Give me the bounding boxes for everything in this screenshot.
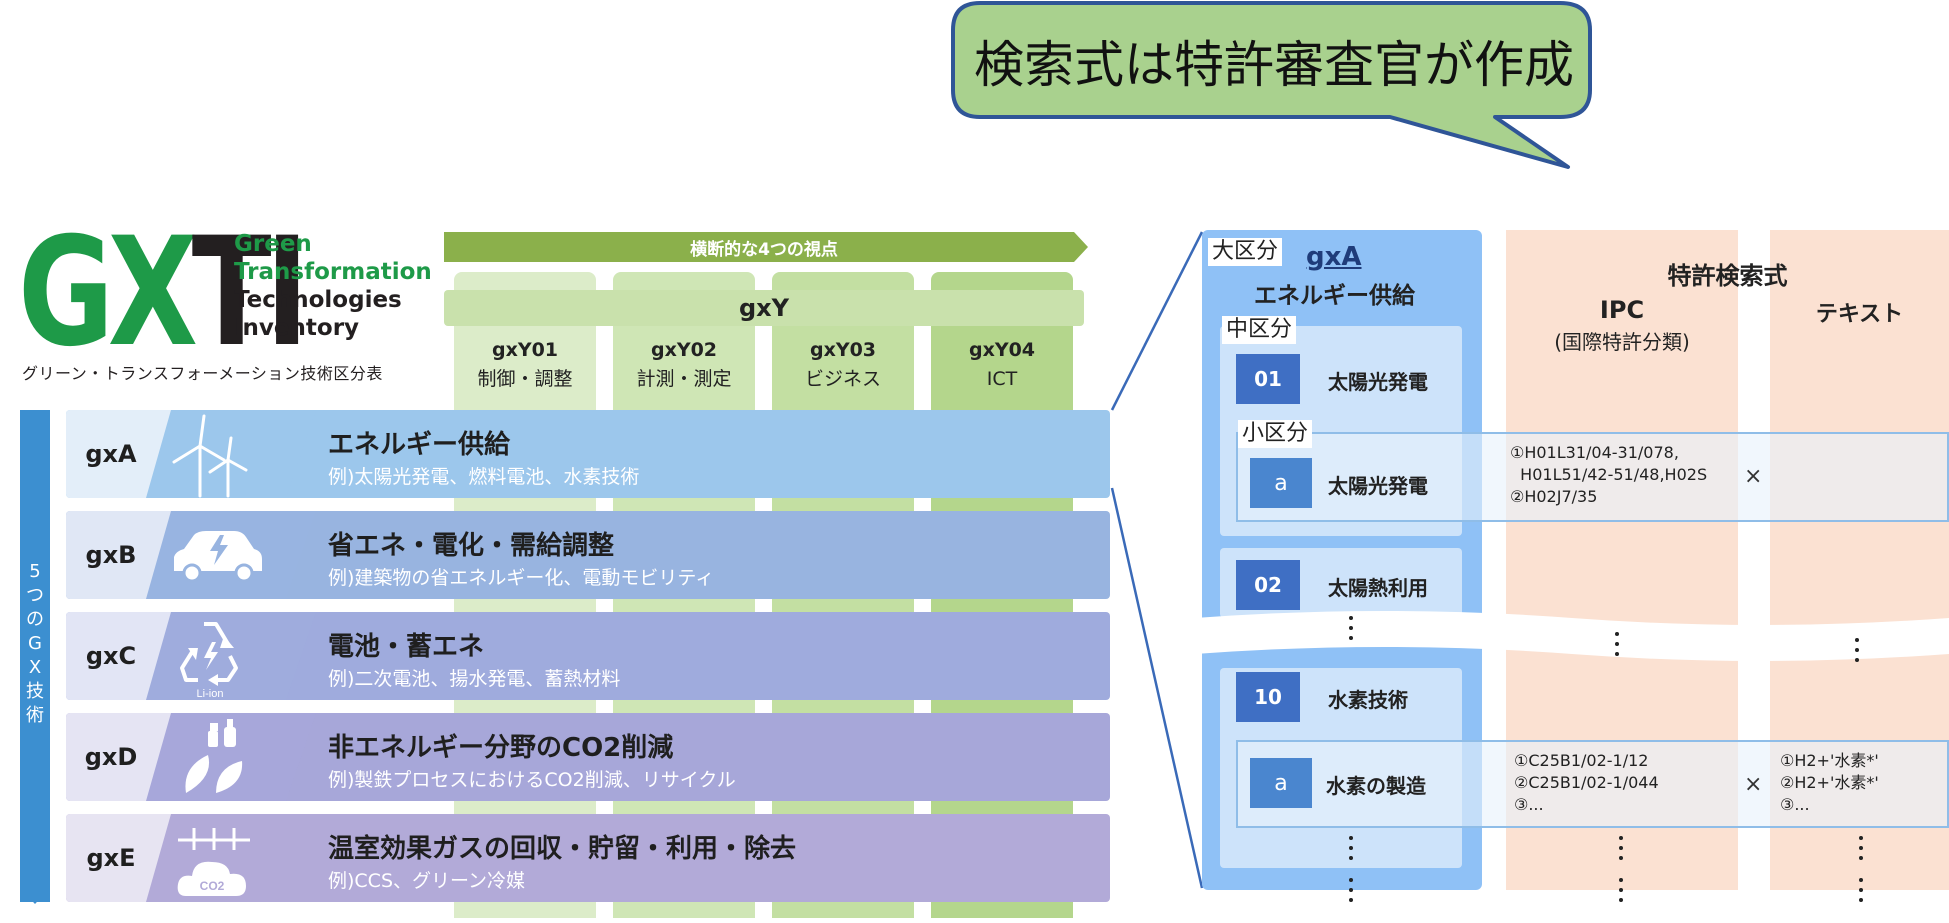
major-category-tag: 大区分 [1208,238,1283,266]
sub-item-letter: a [1250,758,1312,808]
gxy-label-03: gxY03 ビジネス [772,336,914,394]
cross-view-arrow [444,232,1088,262]
five-gx-arrowhead [20,888,50,904]
row-description: 例)太陽光発電、燃料電池、水素技術 [328,466,640,488]
major-code: gxA [1306,242,1362,272]
logo-line-technologies: Technologies [234,287,402,313]
ipc-line: ①H01L31/04-31/078, [1510,443,1679,462]
row-code: gxB [85,541,137,569]
co2-cloud-icon: CO2 [177,828,250,896]
row-background [66,410,1110,498]
cross-view-header: 横断的な4つの視点 [690,239,838,260]
row-code: gxC [85,642,137,670]
gx-row-d: gxD 非エネルギー分野のCO2削減 例)製鉄プロセスにおけるCO2削減、リサイ… [66,713,1110,801]
co2-label: CO2 [200,879,225,893]
search-formula-title: 特許検索式 [1667,262,1788,290]
small-category-row-1 [1236,432,1949,522]
item-label: 太陽光発電 [1328,370,1428,394]
logo-line-transformation: Transformation [234,259,432,285]
electric-car-icon [174,531,262,583]
ipc-line: ②H02J7/35 [1510,487,1598,506]
gxy-code: gxY03 [809,339,877,361]
ipc-formula-1: ①H01L31/04-31/078, H01L51/42-51/48,H02S … [1510,442,1707,508]
item-label: 水素技術 [1328,688,1408,712]
gxy-name: 制御・調整 [477,368,573,390]
li-ion-label: Li-ion [197,688,224,700]
row-description: 例)二次電池、揚水発電、蓄熱材料 [328,668,621,690]
small-category-row-2 [1236,740,1949,828]
text-line: ②H2+'水素*' [1780,773,1879,792]
middle-category-tag: 中区分 [1222,316,1297,344]
row-title: エネルギー供給 [328,430,511,460]
times-symbol: × [1744,772,1763,797]
vertical-ellipsis-marks [1349,616,1863,902]
gxy-label-02: gxY02 計測・測定 [613,336,755,394]
row-code: gxA [85,440,137,468]
item-number: 01 [1236,354,1300,404]
leaf-bottle-icon [185,719,243,793]
ipc-line: ②C25B1/02-1/044 [1514,773,1659,792]
sub-item-letter: a [1250,458,1312,508]
ipc-line: ③... [1514,795,1544,814]
item-number: 02 [1236,560,1300,610]
gxy-name: ビジネス [804,368,881,390]
row-code: gxD [84,743,138,771]
text-line: ③... [1780,795,1810,814]
major-title: エネルギー供給 [1254,283,1415,309]
ipc-subtitle: (国際特許分類) [1554,330,1690,354]
zoom-connector-lines [1110,231,1204,889]
row-description: 例)製鉄プロセスにおけるCO2削減、リサイクル [328,769,736,791]
gxy-label-01: gxY01 制御・調整 [454,336,596,394]
gxti-logo: GXTI [18,206,309,380]
row-background [66,612,1110,700]
item-number: 10 [1236,672,1300,722]
five-gx-label: 5 つ の G X 技 術 [26,561,44,726]
text-formula-2: ①H2+'水素*' ②H2+'水素*' ③... [1780,750,1879,816]
gx-row-a: gxA エネルギー供給 例)太陽光発電、燃料電池、水素技術 [66,410,1110,498]
five-gx-bar [20,410,50,902]
times-symbol: × [1744,464,1763,489]
ipc-line: H01L51/42-51/48,H02S [1510,465,1708,484]
gxy-name: ICT [986,368,1018,390]
gx-row-e: gxE CO2 温室効果ガスの回収・貯留・利用・除去 例)CCS、グリーン冷媒 [66,814,1110,902]
row-background [66,713,1110,801]
row-title: 電池・蓄エネ [328,632,485,662]
row-title: 温室効果ガスの回収・貯留・利用・除去 [328,834,797,864]
gxy-code: gxY01 [491,339,559,361]
row-title: 省エネ・電化・需給調整 [328,531,615,561]
ipc-line: ①C25B1/02-1/12 [1514,751,1649,770]
wind-turbine-icon [172,414,248,498]
logo-line-green: Green [234,231,312,257]
omission-break [1195,611,1949,661]
row-description: 例)CCS、グリーン冷媒 [328,870,526,892]
logo-line-inventory: Inventory [234,315,360,341]
gx-row-b: gxB 省エネ・電化・需給調整 例)建築物の省エネルギー化、電動モビリティ [66,511,1110,599]
sub-item-label: 太陽光発電 [1328,474,1428,498]
gxy-title: gxY [444,290,1084,326]
item-label: 太陽熱利用 [1328,576,1428,600]
battery-recycle-icon: Li-ion [180,622,238,700]
gx-row-c: gxC Li-ion 電池・蓄エネ 例)二次電池、揚水発電、蓄熱材料 [66,612,1110,700]
row-title: 非エネルギー分野のCO2削減 [328,733,674,763]
text-title: テキスト [1815,302,1904,327]
gxy-code: gxY04 [968,339,1036,361]
logo-subtitle: グリーン・トランスフォーメーション技術区分表 [22,364,383,383]
gxy-label-04: gxY04 ICT [931,336,1073,394]
text-line: ①H2+'水素*' [1780,751,1879,770]
small-category-tag: 小区分 [1238,420,1313,448]
callout-bubble [951,1,1592,169]
ipc-formula-2: ①C25B1/02-1/12 ②C25B1/02-1/044 ③... [1514,750,1659,816]
gxy-code: gxY02 [650,339,718,361]
ipc-title: IPC [1599,296,1645,324]
gxy-name: 計測・測定 [636,368,732,390]
row-code: gxE [86,844,136,872]
row-description: 例)建築物の省エネルギー化、電動モビリティ [328,567,715,589]
sub-item-label: 水素の製造 [1326,774,1426,798]
callout-text: 検索式は特許審査官が作成 [974,36,1574,94]
